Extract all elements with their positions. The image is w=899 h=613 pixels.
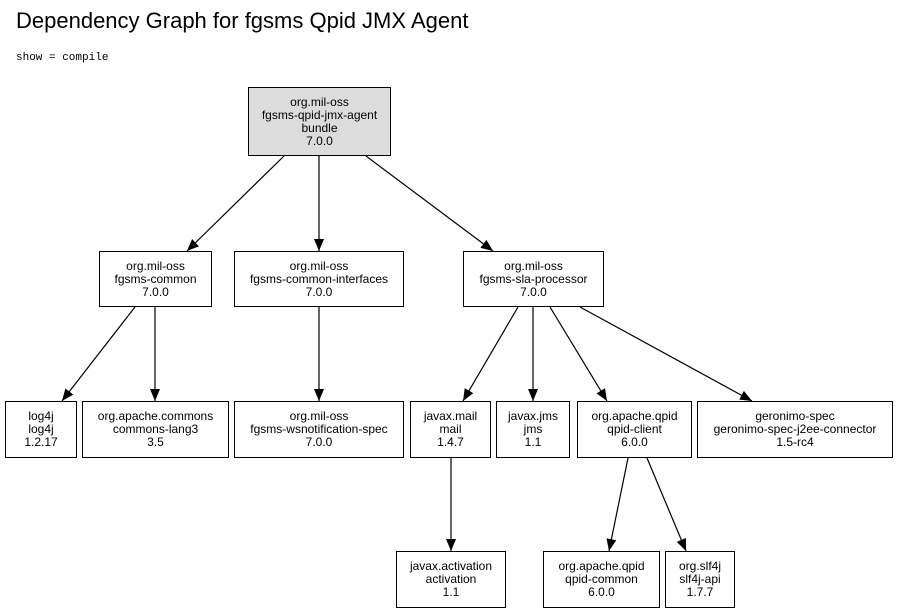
node-qpid-client[interactable]: org.apache.qpid qpid-client 6.0.0 bbox=[577, 401, 692, 458]
node-artifact: fgsms-wsnotification-spec bbox=[250, 422, 388, 436]
scope-label: show = compile bbox=[16, 52, 109, 64]
node-version: 1.1 bbox=[524, 435, 542, 449]
node-group: org.slf4j bbox=[678, 559, 722, 573]
node-fgsms-wsnotification-spec[interactable]: org.mil-oss fgsms-wsnotification-spec 7.… bbox=[234, 401, 404, 458]
node-artifact: jms bbox=[523, 422, 543, 436]
edge-common-log4j bbox=[61, 306, 136, 402]
edge-qpidclient-slf4j bbox=[646, 457, 687, 552]
node-artifact: fgsms-qpid-jmx-agent bbox=[261, 107, 378, 122]
node-javax-jms[interactable]: javax.jms jms 1.1 bbox=[496, 401, 570, 458]
node-group: javax.mail bbox=[423, 409, 478, 423]
node-group: javax.jms bbox=[507, 409, 558, 423]
node-group: org.mil-oss bbox=[126, 258, 185, 273]
node-version: 1.7.7 bbox=[686, 585, 714, 599]
node-version: 7.0.0 bbox=[142, 284, 169, 299]
node-group: log4j bbox=[28, 409, 54, 423]
node-artifact: fgsms-sla-processor bbox=[479, 271, 588, 286]
node-artifact: log4j bbox=[28, 422, 54, 436]
node-javax-mail[interactable]: javax.mail mail 1.4.7 bbox=[410, 401, 491, 458]
edge-sla-geronimo bbox=[579, 306, 753, 402]
node-fgsms-common[interactable]: org.mil-oss fgsms-common 7.0.0 bbox=[99, 251, 212, 307]
node-log4j[interactable]: log4j log4j 1.2.17 bbox=[5, 401, 77, 458]
node-version: 7.0.0 bbox=[305, 435, 333, 449]
node-group: org.apache.commons bbox=[97, 409, 214, 423]
node-slf4j-api[interactable]: org.slf4j slf4j-api 1.7.7 bbox=[665, 551, 735, 608]
node-group: org.apache.qpid bbox=[591, 409, 678, 423]
node-artifact: qpid-client bbox=[607, 422, 662, 436]
node-artifact: geronimo-spec-j2ee-connector bbox=[713, 422, 877, 436]
node-version: 1.1 bbox=[442, 585, 460, 599]
node-artifact: fgsms-common bbox=[114, 271, 197, 286]
edge-sla-mail bbox=[462, 306, 519, 402]
edge-root-sla bbox=[365, 155, 494, 252]
edge-sla-qpidclient bbox=[549, 306, 608, 402]
node-artifact: fgsms-common-interfaces bbox=[249, 271, 389, 286]
node-version: 1.5-rc4 bbox=[776, 435, 814, 449]
node-qpid-common[interactable]: org.apache.qpid qpid-common 6.0.0 bbox=[543, 551, 660, 608]
node-fgsms-qpid-jmx-agent[interactable]: org.mil-oss fgsms-qpid-jmx-agent bundle … bbox=[248, 87, 391, 156]
node-version: 6.0.0 bbox=[621, 435, 648, 449]
node-group: geronimo-spec bbox=[755, 409, 835, 423]
node-packaging: bundle bbox=[301, 120, 338, 135]
node-fgsms-common-interfaces[interactable]: org.mil-oss fgsms-common-interfaces 7.0.… bbox=[234, 251, 404, 307]
node-version: 7.0.0 bbox=[305, 284, 333, 299]
node-artifact: qpid-common bbox=[565, 572, 638, 586]
node-group: org.apache.qpid bbox=[558, 559, 645, 573]
node-group: javax.activation bbox=[409, 559, 493, 573]
node-artifact: mail bbox=[439, 422, 462, 436]
node-group: org.mil-oss bbox=[504, 258, 563, 273]
node-artifact: activation bbox=[425, 572, 477, 586]
node-javax-activation[interactable]: javax.activation activation 1.1 bbox=[396, 551, 506, 608]
node-geronimo-spec-j2ee-connector[interactable]: geronimo-spec geronimo-spec-j2ee-connect… bbox=[697, 401, 893, 458]
node-artifact: commons-lang3 bbox=[112, 422, 199, 436]
page-title: Dependency Graph for fgsms Qpid JMX Agen… bbox=[16, 8, 469, 33]
node-version: 7.0.0 bbox=[520, 284, 547, 299]
node-group: org.mil-oss bbox=[290, 94, 349, 109]
node-version: 6.0.0 bbox=[588, 585, 615, 599]
node-artifact: slf4j-api bbox=[679, 572, 721, 586]
edge-root-common bbox=[186, 155, 285, 252]
node-version: 1.4.7 bbox=[437, 435, 464, 449]
node-version: 7.0.0 bbox=[306, 133, 333, 148]
node-group: org.mil-oss bbox=[289, 258, 349, 273]
node-commons-lang3[interactable]: org.apache.commons commons-lang3 3.5 bbox=[82, 401, 229, 458]
node-version: 1.2.17 bbox=[24, 435, 58, 449]
node-fgsms-sla-processor[interactable]: org.mil-oss fgsms-sla-processor 7.0.0 bbox=[463, 251, 604, 307]
node-group: org.mil-oss bbox=[289, 409, 349, 423]
node-version: 3.5 bbox=[147, 435, 164, 449]
edge-qpidclient-qpidcommon bbox=[606, 457, 629, 552]
